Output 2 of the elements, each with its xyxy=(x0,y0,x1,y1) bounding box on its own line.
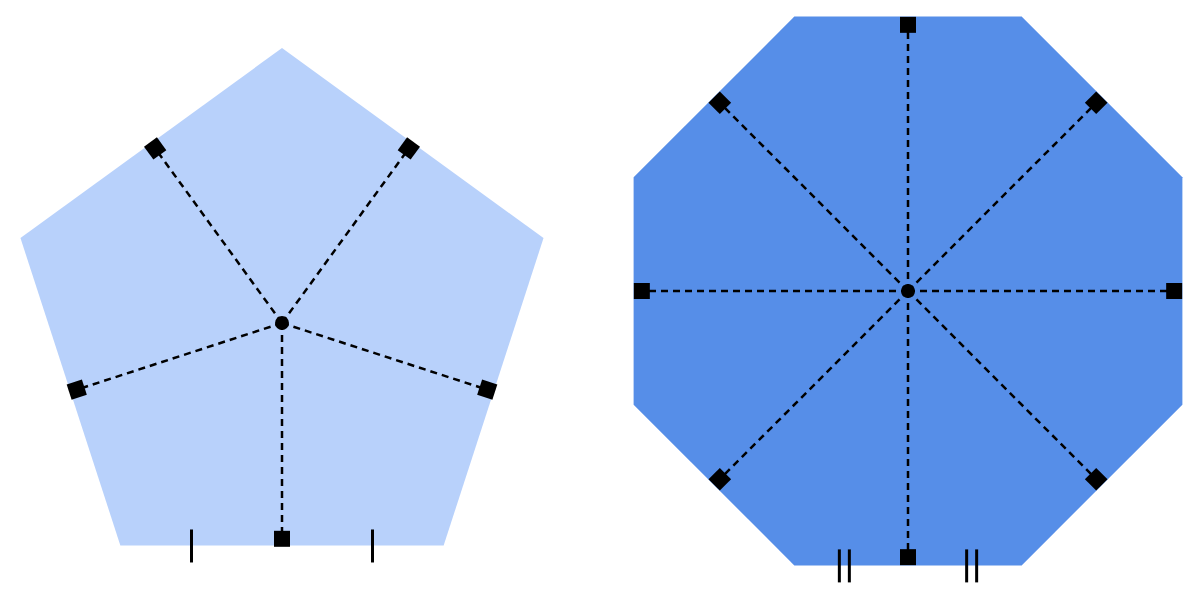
pentagon-drawing xyxy=(20,48,544,563)
octagon-drawing xyxy=(633,16,1183,583)
